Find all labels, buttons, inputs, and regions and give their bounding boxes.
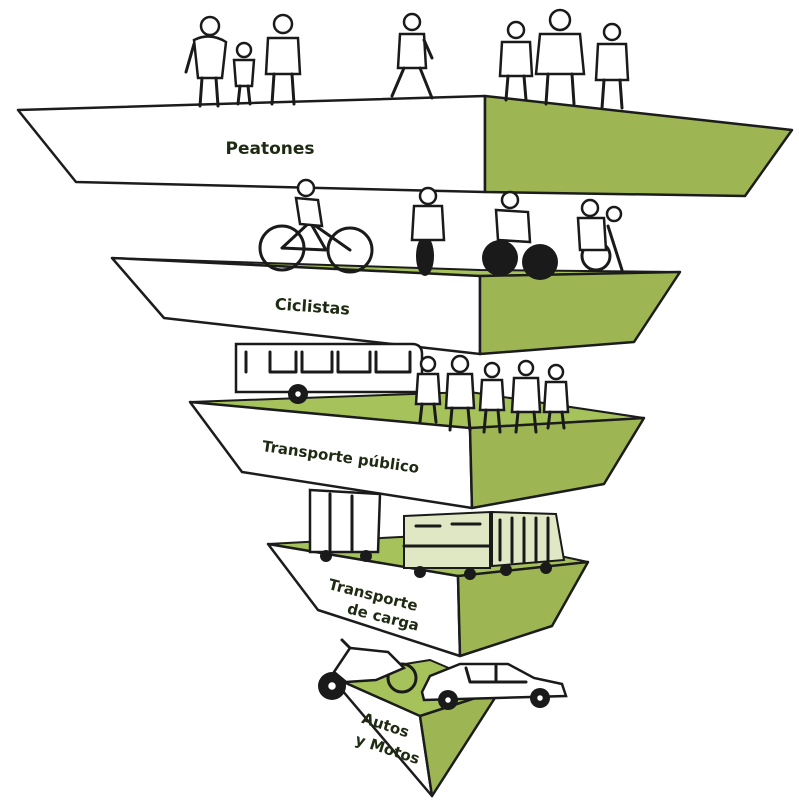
- passenger-icon: [478, 361, 506, 434]
- cyclist-icon: [258, 178, 374, 274]
- tier-ciclistas: Ciclistas: [110, 256, 682, 356]
- tier-peatones-label: Peatones: [225, 139, 314, 159]
- pedestrian-icon: [390, 12, 434, 100]
- motorcycle-icon: [318, 638, 418, 700]
- tier-autos-motos-side-face: [418, 688, 502, 798]
- pedestrian-icon: [184, 15, 228, 108]
- pedestrian-icon: [594, 22, 630, 110]
- child-pedestrian-icon: [232, 41, 256, 106]
- tier-transporte-publico-side-face: [468, 416, 646, 510]
- passenger-icon: [414, 355, 442, 424]
- cyclist-icon: [410, 186, 446, 276]
- tier-transporte-publico: Transporte público: [188, 391, 646, 510]
- passenger-icon: [510, 359, 542, 434]
- truck-icon: [308, 488, 382, 562]
- truck-icon: [491, 510, 566, 576]
- passenger-group-icon: [414, 354, 570, 434]
- pedestrian-group-icon: [184, 8, 630, 110]
- passenger-icon: [542, 363, 570, 430]
- pedestrian-icon: [264, 13, 302, 106]
- tier-peatones-side-face: [483, 94, 794, 198]
- cyclist-icon: [576, 198, 624, 272]
- tier-peatones: Peatones: [16, 94, 794, 198]
- passenger-icon: [444, 354, 476, 432]
- cyclist-icon: [482, 190, 558, 280]
- tier-transporte-carga-side-face: [456, 560, 590, 658]
- pedestrian-icon: [498, 20, 534, 102]
- car-icon: [420, 662, 568, 710]
- pedestrian-icon: [534, 8, 586, 106]
- truck-icon: [402, 510, 492, 580]
- tier-ciclistas-side-face: [478, 270, 682, 356]
